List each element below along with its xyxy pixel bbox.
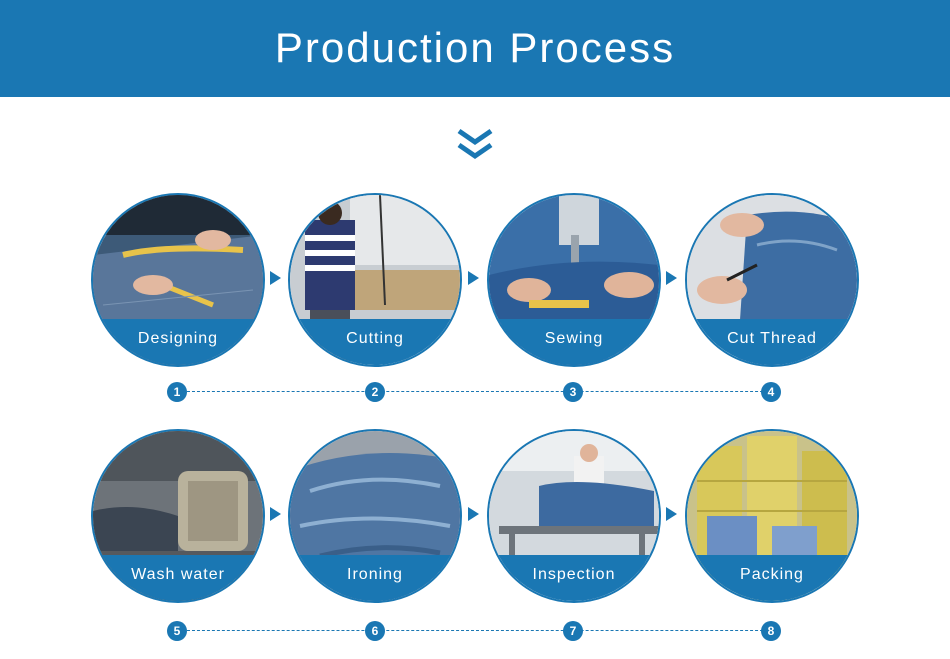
step-packing: Packing — [685, 429, 859, 603]
step-number: 6 — [365, 621, 385, 641]
step-number: 3 — [563, 382, 583, 402]
triangle-right-icon — [468, 271, 479, 285]
step-label: Inspection — [532, 566, 616, 583]
step-label: Cutting — [346, 330, 404, 347]
step-designing: Designing — [91, 193, 265, 367]
page-title: Production Process — [274, 24, 676, 71]
header-banner: Production Process — [0, 0, 950, 97]
step-label-band: Cutting — [290, 319, 460, 365]
step-number: 1 — [167, 382, 187, 402]
step-cut-thread: Cut Thread — [685, 193, 859, 367]
step-number: 5 — [167, 621, 187, 641]
designing-photo — [93, 195, 263, 365]
step-number: 2 — [365, 382, 385, 402]
double-chevron-down-icon — [457, 128, 493, 160]
step-label: Ironing — [347, 566, 403, 583]
step-label-band: Sewing — [489, 319, 659, 365]
step-label: Designing — [137, 330, 219, 347]
step-number: 7 — [563, 621, 583, 641]
step-label: Packing — [740, 566, 804, 583]
step-cutting: Cutting — [288, 193, 462, 367]
step-ironing: Ironing — [288, 429, 462, 603]
step-inspection: Inspection — [487, 429, 661, 603]
triangle-right-icon — [270, 271, 281, 285]
step-wash-water: Wash water — [91, 429, 265, 603]
triangle-right-icon — [666, 271, 677, 285]
step-label-band: Inspection — [489, 555, 659, 601]
step-label: Wash water — [131, 566, 225, 583]
triangle-right-icon — [270, 507, 281, 521]
step-number: 4 — [761, 382, 781, 402]
triangle-right-icon — [666, 507, 677, 521]
step-sewing: Sewing — [487, 193, 661, 367]
timeline-connector — [187, 630, 773, 631]
step-label: Sewing — [544, 330, 604, 347]
timeline-connector — [187, 391, 773, 392]
step-label-band: Ironing — [290, 555, 460, 601]
step-label-band: Packing — [687, 555, 857, 601]
step-label-band: Designing — [93, 319, 263, 365]
step-label-band: Wash water — [93, 555, 263, 601]
triangle-right-icon — [468, 507, 479, 521]
step-label-band: Cut Thread — [687, 319, 857, 365]
step-number: 8 — [761, 621, 781, 641]
step-label: Cut Thread — [727, 330, 817, 347]
